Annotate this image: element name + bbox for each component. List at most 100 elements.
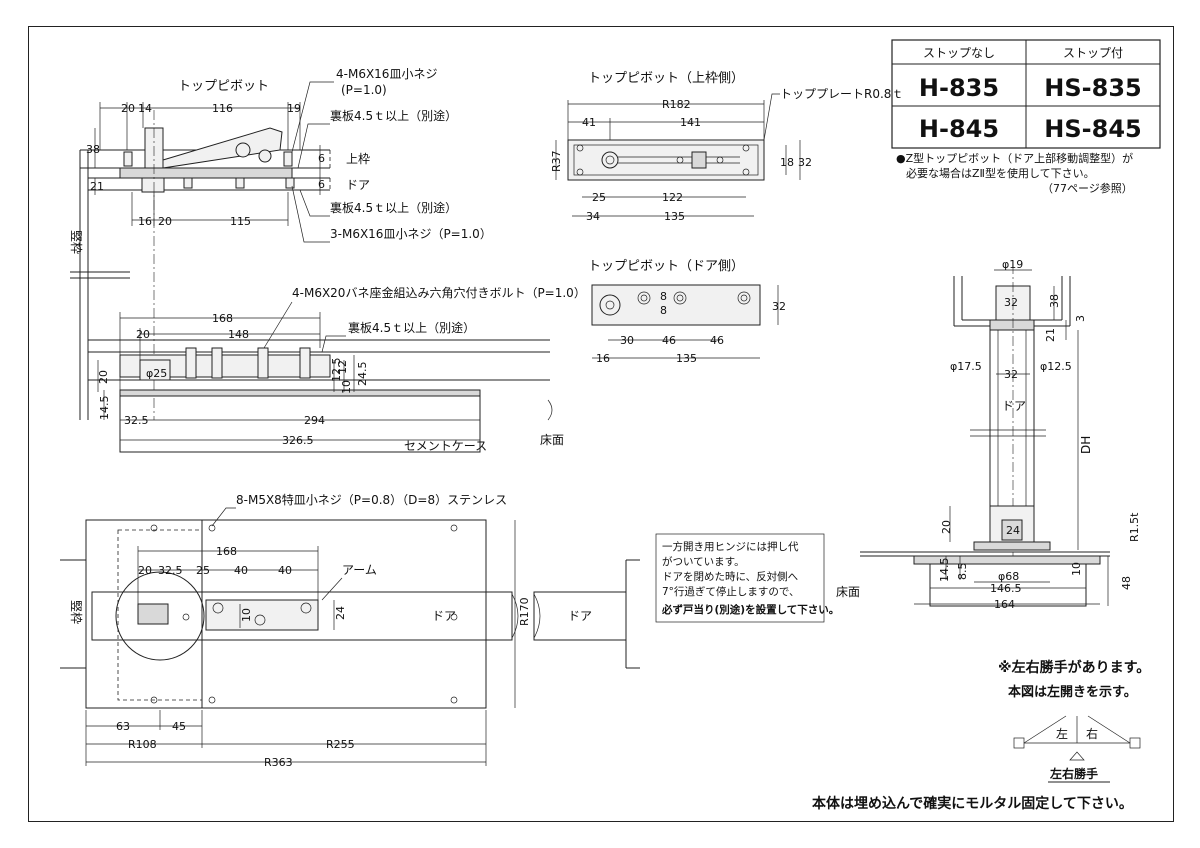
dim-ds-16: 16 xyxy=(596,352,610,365)
hinge-note-line3: ドアを閉めた時に、反対側へ xyxy=(662,570,798,583)
dim-sec-168: 168 xyxy=(212,312,233,325)
dim-ds-30: 30 xyxy=(620,334,634,347)
hinge-note-line1: 一方開き用ヒンジには押し代 xyxy=(662,540,799,553)
dim-sec-294: 294 xyxy=(304,414,325,427)
dim-fs-r182: R182 xyxy=(662,98,691,111)
dim-r-38: 38 xyxy=(1048,294,1061,308)
label-door-plan-1: ドア xyxy=(432,609,456,623)
dim-tp-19: 19 xyxy=(287,102,301,115)
title-top-pivot-frame: トップピボット（上枠側） xyxy=(588,71,744,86)
dim-fs-32: 32 xyxy=(798,156,812,169)
callout-screw-top: 4-M6X16皿小ネジ xyxy=(336,67,437,81)
dim-plan-r170: R170 xyxy=(518,597,531,626)
floor-hinge-plan-view: 8-M5X8特皿小ネジ（P=0.8）（D=8）ステンレス xyxy=(60,492,640,769)
top-pivot-frame-side-view: トップピボット（上枠側） R182 41 141 R37 18 32 25 12… xyxy=(550,71,903,223)
dim-plan-r363: R363 xyxy=(264,756,293,769)
label-stile-top: 竪枠 xyxy=(69,230,83,254)
dim-sec-20b: 20 xyxy=(97,370,110,384)
label-door-right: ドア xyxy=(1002,399,1026,413)
handed-note: ※左右勝手があります。 本図は左開きを示す。 左 右 左右勝手 xyxy=(998,659,1150,783)
label-door-plan-2: ドア xyxy=(568,609,592,623)
title-top-pivot: トップピボット xyxy=(178,79,269,94)
top-pivot-side-view: トップピボット xyxy=(69,67,492,420)
floor-hinge-section-view: 4-M6X20バネ座金組込み六角穴付きボルト（P=1.0） 裏板4.5ｔ以上（別… xyxy=(88,285,586,453)
dim-sec-148: 148 xyxy=(228,328,249,341)
z-type-note: ●Z型トップピボット（ドア上部移動調整型）が 必要な場合はZⅡ型を使用して下さい… xyxy=(896,151,1133,195)
dim-r-14-5: 14.5 xyxy=(938,558,951,583)
dim-plan-r255: R255 xyxy=(326,738,355,751)
handed-left: 左 xyxy=(1056,726,1068,741)
dim-ds-8b: 8 xyxy=(660,304,667,317)
dim-sec-10: 10 xyxy=(340,380,353,394)
dim-r-146-5: 146.5 xyxy=(990,582,1022,595)
model-hs845: HS-845 xyxy=(1044,115,1141,143)
top-pivot-door-side-view: トップピボット（ドア側） 8 8 32 30 46 46 16 135 xyxy=(588,259,786,365)
dim-r-phi12-5: φ12.5 xyxy=(1040,360,1072,373)
dim-sec-12: 12 xyxy=(336,360,349,374)
footer-note: 本体は埋め込んで確実にモルタル固定して下さい。 xyxy=(812,795,1133,812)
right-elevation-view: φ19 32 38 3 21 φ17.5 φ12.5 32 20 24 R1.5… xyxy=(836,258,1141,611)
dim-fs-r37: R37 xyxy=(550,150,563,172)
dim-plan-r108: R108 xyxy=(128,738,157,751)
dim-sec-14-5: 14.5 xyxy=(98,396,111,421)
dim-tp-20a: 20 xyxy=(121,102,135,115)
dim-plan-10: 10 xyxy=(240,608,253,622)
dim-plan-168: 168 xyxy=(216,545,237,558)
model-h845: H-845 xyxy=(919,115,999,143)
title-top-pivot-door: トップピボット（ドア側） xyxy=(588,259,744,274)
drawing-frame xyxy=(28,26,1174,822)
callout-top-plate: トッププレートR0.8ｔ xyxy=(780,87,903,101)
dim-tp-38: 38 xyxy=(86,143,100,156)
dim-plan-63: 63 xyxy=(116,720,130,733)
label-dh: DH xyxy=(1079,436,1093,454)
dim-r-21: 21 xyxy=(1044,328,1057,342)
hinge-note-box: 一方開き用ヒンジには押し代 がついています。 ドアを閉めた時に、反対側へ 7°行… xyxy=(655,533,839,623)
callout-screw-plan: 8-M5X8特皿小ネジ（P=0.8）（D=8）ステンレス xyxy=(236,492,507,507)
dim-fs-25: 25 xyxy=(592,191,606,204)
dim-ds-46b: 46 xyxy=(710,334,724,347)
dim-tp-21: 21 xyxy=(90,180,104,193)
dim-r-r1-5t: R1.5t xyxy=(1128,512,1141,542)
z-note-line1: ●Z型トップピボット（ドア上部移動調整型）が xyxy=(896,151,1133,165)
model-h835: H-835 xyxy=(919,74,999,102)
dim-tp-16: 16 xyxy=(138,215,152,228)
dim-plan-25: 25 xyxy=(196,564,210,577)
callout-arm: アーム xyxy=(342,563,377,577)
label-stile-plan: 竪枠 xyxy=(69,600,83,624)
handed-caption: 左右勝手 xyxy=(1049,766,1098,781)
dim-tp-6a: 6 xyxy=(318,152,325,165)
dim-sec-phi25: φ25 xyxy=(146,367,167,380)
dim-fs-18: 18 xyxy=(780,156,794,169)
dim-r-32b: 32 xyxy=(1004,368,1018,381)
dim-r-164: 164 xyxy=(994,598,1015,611)
dim-r-3: 3 xyxy=(1074,315,1087,322)
dim-r-phi17-5: φ17.5 xyxy=(950,360,982,373)
dim-sec-326-5: 326.5 xyxy=(282,434,314,447)
dim-fs-41: 41 xyxy=(582,116,596,129)
dim-tp-20b: 20 xyxy=(158,215,172,228)
callout-screw-top-pitch: (P=1.0) xyxy=(341,83,387,97)
model-table: ストップなし ストップ付 H-835 HS-835 H-845 HS-845 xyxy=(891,39,1161,149)
dim-r-phi19: φ19 xyxy=(1002,258,1023,271)
header-with-stop: ストップ付 xyxy=(1063,46,1123,60)
dim-sec-24-5: 24.5 xyxy=(356,362,369,387)
dim-r-48: 48 xyxy=(1120,576,1133,590)
handed-note-line2: 本図は左開きを示す。 xyxy=(1008,684,1137,700)
hinge-note-line5: 必ず戸当り(別途)を設置して下さい。 xyxy=(661,603,839,616)
callout-bolt: 4-M6X20バネ座金組込み六角穴付きボルト（P=1.0） xyxy=(292,285,586,300)
dim-plan-24: 24 xyxy=(334,606,347,620)
dim-tp-116: 116 xyxy=(212,102,233,115)
callout-backplate-top: 裏板4.5ｔ以上（別途） xyxy=(330,108,457,123)
dim-sec-20a: 20 xyxy=(136,328,150,341)
dim-r-32a: 32 xyxy=(1004,296,1018,309)
dim-ds-8a: 8 xyxy=(660,290,667,303)
dim-sec-12-5: 12.5 xyxy=(330,358,343,383)
label-floor: 床面 xyxy=(540,433,564,447)
label-floor-right: 床面 xyxy=(836,585,860,599)
dim-r-24: 24 xyxy=(1006,524,1020,537)
header-no-stop: ストップなし xyxy=(923,46,995,60)
dim-plan-45: 45 xyxy=(172,720,186,733)
dim-fs-135: 135 xyxy=(664,210,685,223)
z-note-line3: （77ページ参照） xyxy=(1042,181,1133,195)
